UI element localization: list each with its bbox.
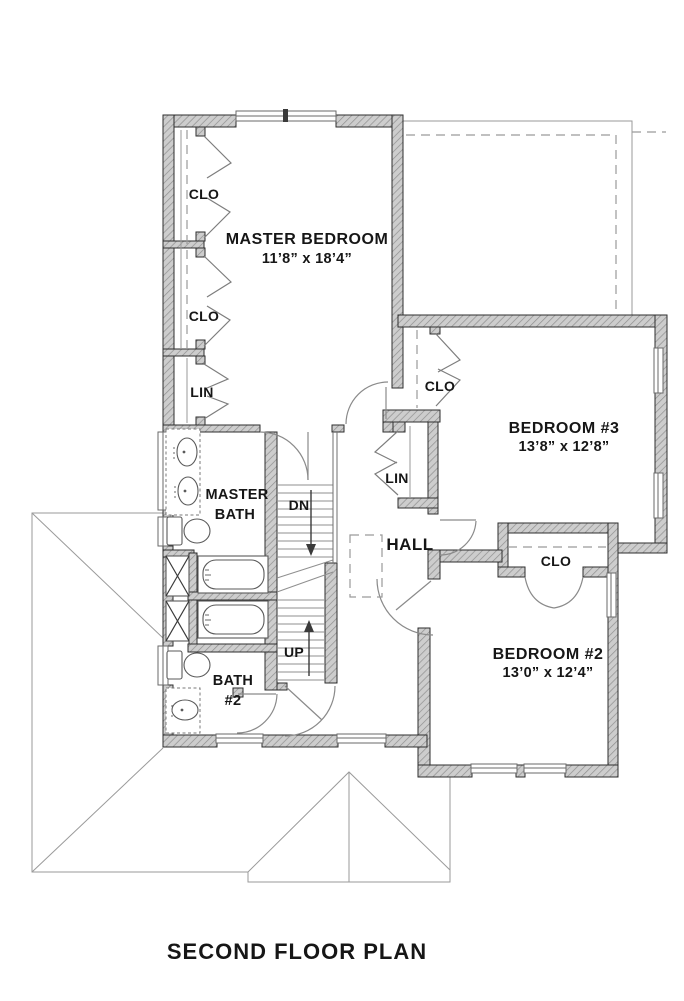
fixtures: [165, 428, 269, 734]
windows: [157, 109, 664, 774]
bedroom3-closet-label: CLO: [425, 378, 455, 394]
bath2-label-1: BATH: [213, 673, 253, 689]
hall-linen-label: LIN: [385, 470, 408, 486]
master-linen-label: LIN: [190, 384, 213, 400]
master-bath-toilet: [166, 516, 211, 546]
bifold-master-closet-1: [203, 135, 232, 239]
stair-arrow-up: [304, 620, 314, 676]
master-bath-tub: [197, 555, 269, 594]
stair-treads-upper: [277, 484, 333, 558]
labels: MASTER BEDROOM 11’8” x 18’4” BEDROOM #3 …: [167, 186, 620, 964]
door-bedroom2: [376, 578, 434, 636]
doors: [203, 135, 584, 737]
master-bath-label-1: MASTER: [205, 487, 268, 503]
bath-chase-boxes: [165, 555, 190, 642]
bath2-tub: [197, 600, 269, 639]
window-master-bedroom-top: [235, 109, 337, 122]
walls: [162, 114, 668, 778]
door-master-bath: [259, 431, 309, 481]
master-bath-label-2: BATH: [215, 507, 255, 523]
window-bedroom2-bottom-2: [523, 763, 567, 774]
door-master-bedroom: [345, 381, 389, 425]
stair-rail: [332, 432, 338, 563]
bath2-label-2: #2: [225, 693, 242, 709]
stair-winders: [276, 559, 334, 593]
stair-treads-lower: [277, 599, 325, 681]
window-bedroom3-right-2: [653, 472, 664, 519]
window-bedroom2-right: [606, 572, 617, 618]
stair-arrow-down: [306, 490, 316, 556]
bifold-master-closet-2: [203, 255, 232, 347]
window-bottom-left: [215, 733, 264, 744]
window-bedroom3-right-1: [653, 347, 664, 394]
bedroom2-dims: 13’0” x 12’4”: [503, 665, 594, 681]
stairs: [276, 432, 338, 681]
bedroom2-closet-label: CLO: [541, 553, 571, 569]
master-closet2-label: CLO: [189, 308, 219, 324]
bedroom3-label: BEDROOM #3: [509, 420, 620, 437]
hall-label: HALL: [386, 535, 433, 554]
bedroom3-dims: 13’8” x 12’8”: [519, 439, 610, 455]
roof-outline: [31, 120, 666, 883]
master-closet1-label: CLO: [189, 186, 219, 202]
master-bedroom-label: MASTER BEDROOM: [226, 231, 389, 248]
bath2-vanity: [165, 687, 201, 734]
door-bedroom3: [439, 519, 477, 556]
bifold-master-linen: [203, 363, 230, 420]
stair-down-label: DN: [289, 497, 310, 513]
door-bath2: [236, 693, 278, 734]
master-bedroom-dims: 11’8” x 18’4”: [262, 251, 352, 267]
bifold-hall-linen: [373, 430, 399, 496]
master-bath-vanity: [165, 428, 201, 516]
bifold-bedroom3-closet: [435, 333, 461, 407]
plan-title: SECOND FLOOR PLAN: [167, 939, 427, 964]
bedroom2-label: BEDROOM #2: [493, 646, 604, 663]
stair-up-label: UP: [284, 644, 304, 660]
window-bedroom2-bottom-1: [470, 763, 518, 774]
closet-lines: [180, 130, 606, 598]
hall-attic-access: [349, 534, 383, 598]
window-bottom-mid: [336, 733, 387, 744]
door-stair-hall: [284, 685, 336, 737]
door-bedroom2-closet-double: [524, 576, 584, 609]
bath2-toilet: [166, 650, 211, 680]
